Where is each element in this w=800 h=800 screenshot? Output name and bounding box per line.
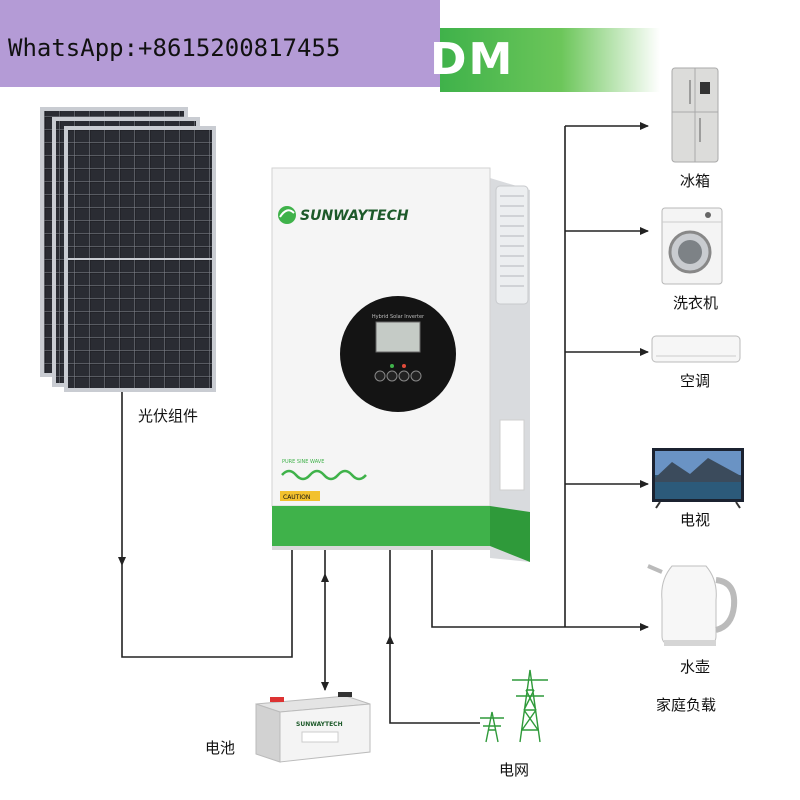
- battery-brand: SUNWAYTECH: [296, 721, 343, 728]
- banner-text: DM: [430, 34, 515, 85]
- inverter: SUNWAYTECH Hybrid Solar Inverter PURE SI…: [271, 167, 530, 562]
- battery: SUNWAYTECH: [255, 692, 371, 763]
- inverter-buttons: [374, 364, 422, 382]
- inverter-control-panel: [340, 296, 456, 412]
- washing-machine: [661, 207, 723, 285]
- air-conditioner: [651, 335, 741, 363]
- title-banner: DM: [430, 28, 660, 92]
- svg-text:CAUTION: CAUTION: [283, 494, 310, 501]
- whatsapp-text: WhatsApp:+8615200817455: [8, 34, 341, 62]
- label-fridge: 冰箱: [680, 172, 711, 190]
- wire-pv-return: [121, 550, 293, 658]
- whatsapp-watermark: WhatsApp:+8615200817455: [0, 0, 440, 87]
- solar-panel-front: [64, 126, 216, 392]
- sine-wave-icon: [281, 469, 367, 481]
- spec-label: [499, 419, 525, 491]
- wire-grid: [386, 635, 480, 724]
- label-grid: 电网: [499, 761, 530, 779]
- inverter-brand: SUNWAYTECH: [300, 208, 409, 224]
- wire-load-out: [431, 550, 649, 631]
- inverter-lcd-screen: [375, 321, 421, 353]
- label-battery: 电池: [205, 739, 236, 757]
- grid-pylons: [480, 669, 548, 743]
- fridge: [671, 67, 719, 163]
- inverter-vent: [495, 185, 529, 305]
- label-tv: 电视: [680, 511, 711, 529]
- label-solar: 光伏组件: [138, 407, 199, 425]
- television: [652, 448, 744, 509]
- inverter-model: Hybrid Solar Inverter: [372, 314, 425, 320]
- kettle: [647, 564, 738, 646]
- label-ac: 空调: [680, 372, 711, 390]
- label-kettle: 水壶: [680, 658, 711, 676]
- solar-panels: [40, 107, 216, 392]
- inverter-wave-label: PURE SINE WAVE: [282, 459, 324, 465]
- label-home-load: 家庭负载: [656, 696, 717, 714]
- caution-sticker: [280, 491, 320, 501]
- wiring: [118, 122, 649, 724]
- label-washer: 洗衣机: [673, 294, 719, 312]
